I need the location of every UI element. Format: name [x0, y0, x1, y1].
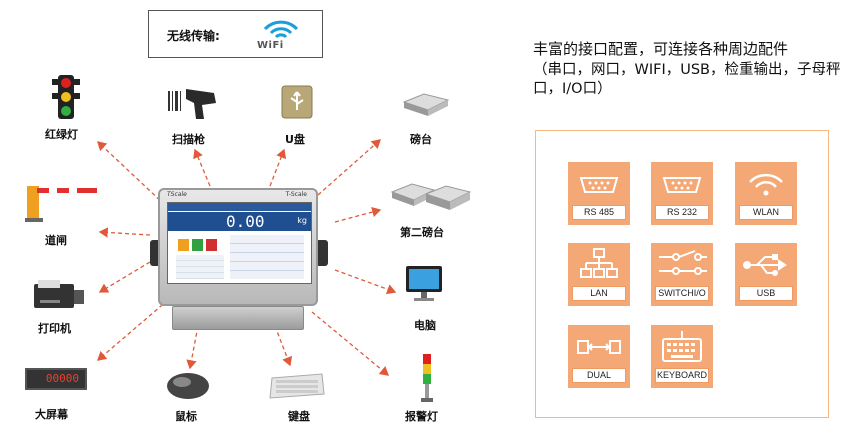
mouse-label: 鼠标	[175, 408, 197, 424]
computer-label: 电脑	[414, 317, 436, 333]
indicator-brand: TScale	[167, 191, 187, 198]
interface-rs485: RS 485	[568, 162, 630, 225]
usb-disk-icon	[280, 82, 314, 120]
serial-port-icon	[568, 162, 630, 207]
wlan-icon	[735, 162, 797, 207]
keyboard-label: 键盘	[288, 408, 310, 424]
arrow-barrier	[100, 232, 150, 235]
scanner-label: 扫描枪	[172, 131, 205, 147]
indicator-menu	[230, 235, 304, 279]
interface-lan: LAN	[568, 243, 630, 306]
big-screen-digits: 00000	[46, 372, 79, 385]
wifi-label: 无线传输:	[167, 27, 220, 44]
indicator-screen: 0.00 kg	[167, 202, 312, 284]
arrow-scale	[318, 140, 380, 195]
serial-port-icon	[651, 162, 713, 207]
scanner-icon	[168, 85, 220, 121]
computer-icon	[404, 264, 444, 304]
arrow-second-scale	[335, 210, 380, 222]
arrow-printer	[100, 262, 150, 292]
keyboard-icon	[268, 372, 326, 400]
interfaces-summary: （串口，网口，WIFI，USB，检重输出，子母秤口，I/O口）	[533, 61, 843, 99]
usb-icon	[735, 243, 797, 288]
alarm-light-label: 报警灯	[405, 408, 438, 424]
scale-label: 磅台	[410, 131, 432, 147]
wifi-icon: WiFi	[255, 17, 307, 55]
interface-dual: DUAL	[568, 325, 630, 388]
traffic-light-label: 红绿灯	[45, 126, 78, 142]
lan-icon	[568, 243, 630, 288]
arrow-computer	[335, 270, 395, 292]
interface-label: DUAL	[572, 368, 626, 383]
interface-label: WLAN	[739, 205, 793, 220]
indicator-model: T-Scale	[286, 191, 307, 198]
interfaces-panel: RS 485 RS 232 WLAN LAN	[535, 130, 829, 418]
indicator-key-green	[192, 239, 203, 251]
interface-keyboard: KEYBOARD	[651, 325, 713, 388]
keyboard-port-icon	[651, 325, 713, 370]
second-scale-label: 第二磅台	[400, 224, 444, 240]
interface-label: RS 485	[572, 205, 626, 220]
indicator-key-orange	[178, 239, 189, 251]
interface-label: KEYBOARD	[655, 368, 709, 383]
arrow-mouse	[190, 326, 198, 368]
mouse-icon	[165, 370, 211, 402]
alarm-light-icon	[420, 352, 434, 404]
indicator-key-red	[206, 239, 217, 251]
barrier-label: 道闸	[45, 232, 67, 248]
arrow-usb-disk	[270, 150, 284, 186]
headline: 丰富的接口配置，可连接各种周边配件	[533, 40, 843, 59]
indicator-stand	[172, 306, 304, 330]
interface-label: USB	[739, 286, 793, 301]
big-screen-label: 大屏幕	[35, 406, 68, 422]
big-screen-icon: 00000	[25, 368, 87, 390]
interface-usb: USB	[735, 243, 797, 306]
usb-disk-label: U盘	[285, 131, 305, 147]
switch-icon	[651, 243, 713, 288]
interface-wlan: WLAN	[735, 162, 797, 225]
indicator-reading: 0.00	[226, 212, 265, 231]
interface-rs232: RS 232	[651, 162, 713, 225]
barrier-icon	[25, 180, 97, 222]
arrow-traffic-light	[98, 142, 165, 205]
traffic-light-icon	[52, 75, 80, 119]
indicator-unit: kg	[297, 216, 307, 225]
printer-label: 打印机	[38, 320, 71, 336]
arrow-scanner	[195, 150, 210, 186]
arrow-big-screen	[98, 300, 168, 360]
arrow-keyboard	[275, 326, 290, 365]
interface-label: LAN	[572, 286, 626, 301]
wifi-box: 无线传输: WiFi	[148, 10, 323, 58]
interface-label: RS 232	[655, 205, 709, 220]
weighing-indicator: TScale T-Scale 0.00 kg	[158, 188, 318, 306]
second-scale-icon	[390, 178, 472, 214]
scale-icon	[402, 88, 450, 118]
dual-icon	[568, 325, 630, 370]
indicator-data-list	[176, 255, 224, 279]
interface-label: SWITCHI/O	[655, 286, 709, 301]
interface-switch-io: SWITCHI/O	[651, 243, 713, 306]
wifi-logo-text: WiFi	[257, 40, 284, 51]
arrow-alarm	[312, 312, 388, 375]
printer-icon	[30, 280, 86, 312]
